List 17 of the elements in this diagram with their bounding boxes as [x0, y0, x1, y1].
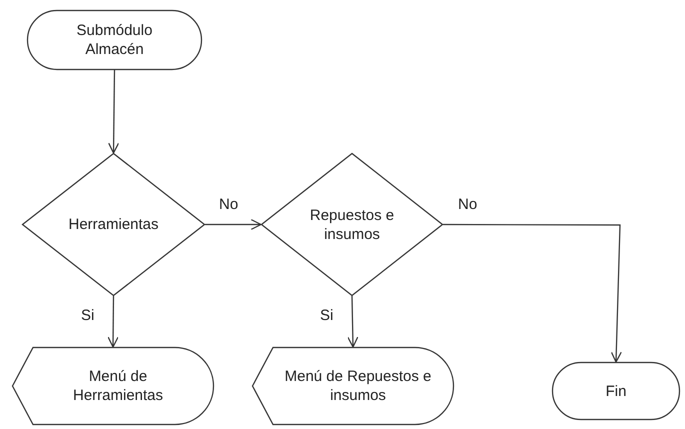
arrow: [108, 296, 119, 348]
decision-diamond: [22, 153, 205, 296]
node-label: Herramientas: [68, 215, 159, 234]
node-label: Menú de Herramientas: [72, 367, 164, 405]
arrow: [443, 224, 622, 363]
arrow: [108, 70, 120, 154]
decision-diamond: [261, 153, 443, 296]
arrow: [205, 218, 262, 230]
node-label: Submódulo Almacén: [76, 21, 154, 59]
terminal-shape: [27, 10, 202, 70]
node-label: Repuestos e insumos: [308, 206, 396, 244]
display-shape: [12, 347, 214, 425]
node-label: Menú de Repuestos e insumos: [284, 367, 432, 405]
arrow: [347, 296, 358, 348]
terminal-shape: [552, 362, 680, 420]
node-label: Fin: [606, 382, 626, 400]
display-shape: [252, 347, 454, 425]
